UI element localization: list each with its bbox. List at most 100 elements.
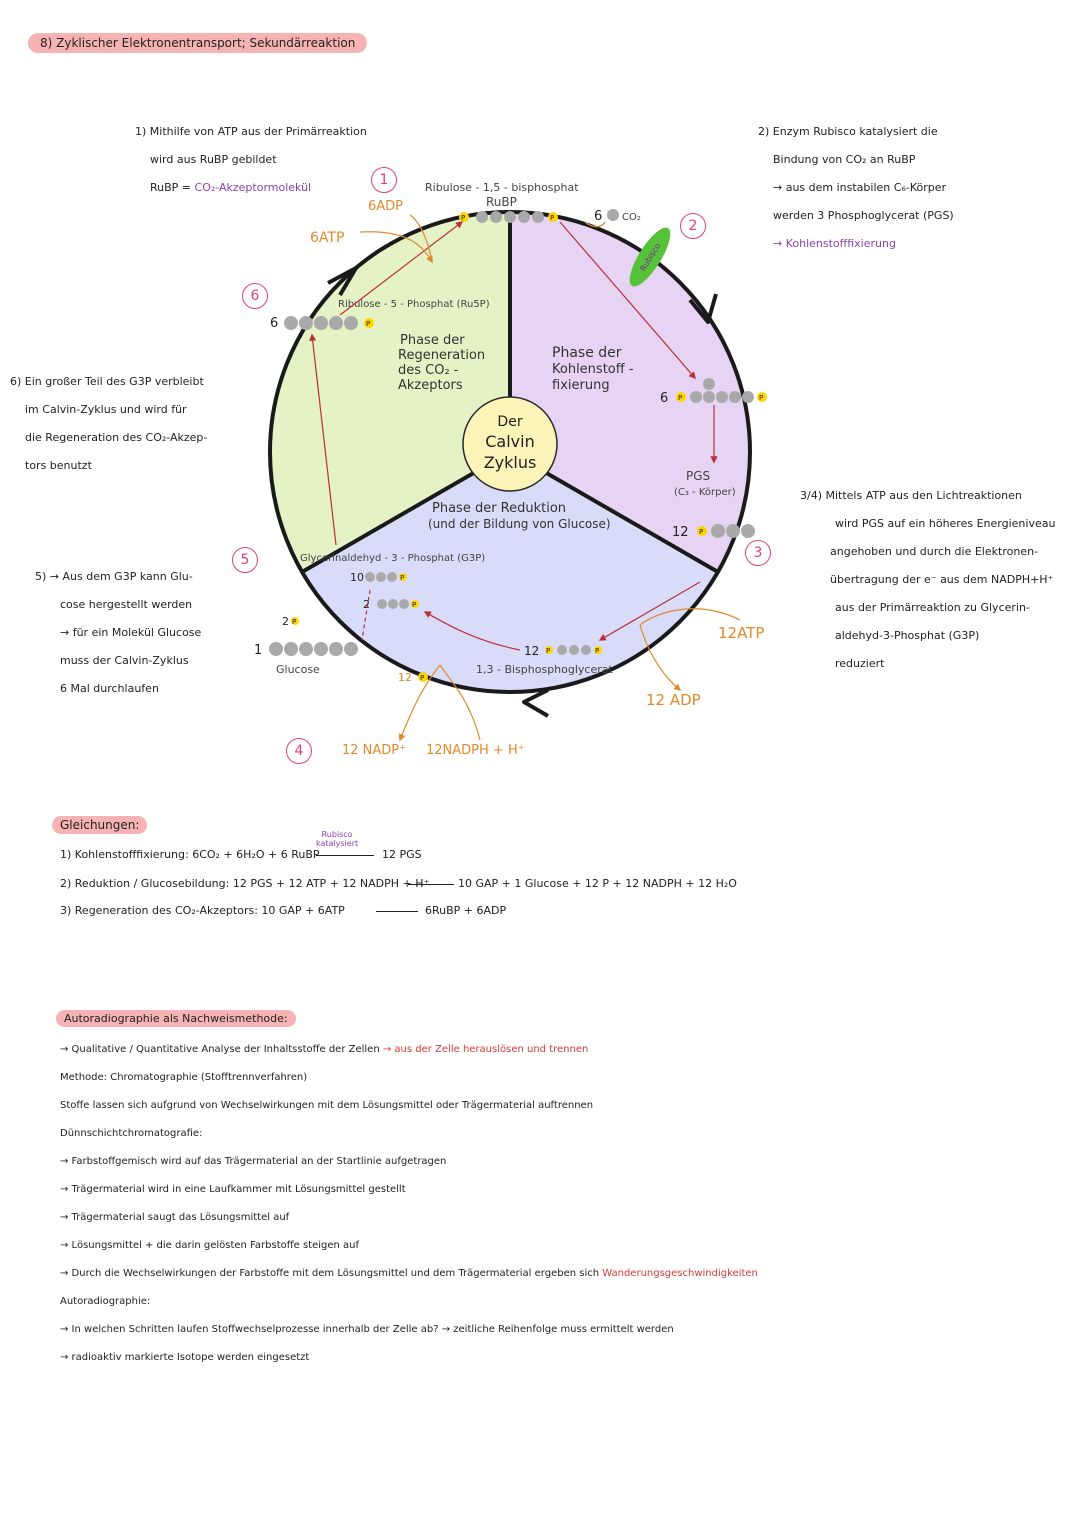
auto-line-4: Dünnschichtchromatografie:: [60, 1128, 203, 1139]
p-label: P: [759, 394, 763, 402]
c-bead: [504, 211, 516, 223]
c-bead: [376, 572, 386, 582]
bpg-count: 12: [524, 644, 539, 658]
molecule-bpg: P P: [545, 645, 602, 655]
note-line: muss der Calvin-Zyklus: [60, 654, 189, 667]
c-bead: [742, 391, 754, 403]
p-bead: [459, 212, 469, 222]
p-label: P: [420, 674, 424, 682]
note-line: wird PGS auf ein höheres Energieniveau: [835, 517, 1056, 530]
note-line: → für ein Molekül Glucose: [60, 626, 202, 639]
note-step-1: 1) Mithilfe von ATP aus der Primärreakti…: [135, 118, 367, 202]
step-marker-4: 4: [286, 738, 312, 764]
p-bead: [291, 617, 299, 625]
c-bead: [557, 645, 567, 655]
arrow-co2-in: [584, 221, 606, 228]
equation-3: 3) Regeneration des CO₂-Akzeptors: 10 GA…: [60, 904, 345, 917]
c-bead: [284, 642, 298, 656]
p-label: P: [292, 618, 296, 626]
eq1-left: 1) Kohlenstofffixierung: 6CO₂ + 6H₂O + 6…: [60, 848, 320, 861]
note-line: 6) Ein großer Teil des G3P verbleibt: [10, 375, 204, 388]
arrow-adp-out: [409, 214, 433, 263]
p-label: P: [699, 528, 703, 536]
label-12adp: 12 ADP: [646, 691, 701, 709]
p-label: P: [366, 320, 370, 328]
label-co2: CO₂: [622, 212, 641, 223]
p-label: P: [412, 601, 416, 609]
equation-2-right: 10 GAP + 1 Glucose + 12 P + 12 NADPH + 1…: [458, 877, 737, 890]
note-step-3-4: 3/4) Mittels ATP aus den Lichtreaktionen…: [800, 482, 1055, 678]
step-number: 1: [379, 172, 389, 188]
label-6atp: 6ATP: [310, 230, 344, 246]
auto-line-11: → In welchen Schritten laufen Stoffwechs…: [60, 1324, 674, 1335]
step-marker-5: 5: [232, 547, 258, 573]
label-nadph: 12NADPH + H⁺: [426, 743, 525, 758]
c-bead: [518, 211, 530, 223]
note-line: 6 Mal durchlaufen: [60, 682, 159, 695]
note-line: → aus dem instabilen C₆-Körper: [773, 181, 947, 194]
c-bead: [711, 524, 725, 538]
note-step-5: 5) → Aus dem G3P kann Glu- cose hergeste…: [35, 563, 201, 703]
label-pgs: PGS: [686, 469, 710, 483]
equation-1: 1) Kohlenstofffixierung: 6CO₂ + 6H₂O + 6…: [60, 848, 320, 861]
step-marker-2: 2: [680, 213, 706, 239]
molecule-g3p-exit: P: [291, 617, 299, 626]
note-line: aus der Primärreaktion zu Glycerin-: [835, 601, 1030, 614]
label-nadp: 12 NADP⁺: [342, 743, 406, 758]
label-6co2-num: 6: [594, 209, 602, 224]
step-marker-1: 1: [371, 167, 397, 193]
g3p-exit-count: 2: [282, 615, 289, 628]
c-bead: [314, 642, 328, 656]
c-bead: [344, 642, 358, 656]
c-bead: [726, 524, 740, 538]
calvin-cycle-diagram: Der Calvin Zyklus Phase der Regeneration…: [254, 181, 767, 758]
note-line: werden 3 Phosphoglycerat (PGS): [773, 209, 954, 222]
c-bead: [299, 642, 313, 656]
c-bead: [329, 642, 343, 656]
arrow-ru5p-to-rubp: [339, 221, 464, 316]
arrow-g3p-to-ru5p: [309, 333, 337, 546]
p-bead: [676, 392, 686, 402]
equation-3-right: 6RuBP + 6ADP: [425, 904, 506, 917]
note-line: übertragung der e⁻ aus dem NADPH+H⁺: [830, 573, 1054, 586]
pgs-count: 12: [672, 525, 689, 540]
p-bead: [697, 526, 707, 536]
c-bead: [365, 572, 375, 582]
glucose-count: 1: [254, 643, 262, 658]
auto-line-6: → Trägermaterial wird in eine Laufkammer…: [60, 1184, 406, 1195]
note-rubp-label: RuBP =: [150, 181, 195, 194]
p-label: P: [400, 574, 404, 582]
note-line: 2) Enzym Rubisco katalysiert die: [758, 125, 938, 138]
note-line: reduziert: [835, 657, 885, 670]
note-line: die Regeneration des CO₂-Akzep-: [25, 431, 208, 444]
eq1-right: 12 PGS: [382, 848, 422, 861]
note-line: tors benutzt: [25, 459, 92, 472]
p-bead: [757, 392, 767, 402]
center-circle: [462, 396, 558, 492]
note-line: wird aus RuBP gebildet: [150, 153, 277, 166]
arrow-adp-12: [639, 624, 682, 691]
molecule-ru5p: P: [284, 316, 374, 330]
arrow-nadp: [398, 664, 441, 742]
eq2-left: 2) Reduktion / Glucosebildung: 12 PGS + …: [60, 877, 430, 890]
phase-red-1: Phase der Reduktion: [432, 501, 566, 516]
c-bead: [716, 391, 728, 403]
molecule-glucose: [269, 642, 358, 656]
note-line: 3/4) Mittels ATP aus den Lichtreaktionen: [800, 489, 1022, 502]
c-bead: [387, 572, 397, 582]
co2-bead: [607, 209, 619, 221]
molecule-rubp: P P: [459, 211, 558, 223]
label-bpg: 1,3 - Bisphosphoglycerat: [476, 663, 614, 676]
p-bead: [548, 212, 558, 222]
rubisco-shape: [629, 227, 671, 287]
c-bead: [388, 599, 398, 609]
note-step-6: 6) Ein großer Teil des G3P verbleibt im …: [10, 368, 207, 480]
cycle-arrow-top: [327, 266, 358, 297]
note-line: aldehyd-3-Phosphat (G3P): [835, 629, 980, 642]
p-label: P: [550, 214, 554, 222]
center-label-2: Calvin: [485, 432, 534, 451]
molecule-g3p-small: P: [377, 599, 419, 609]
step-number: 5: [240, 552, 250, 568]
auto-line-7: → Trägermaterial saugt das Lösungsmittel…: [60, 1212, 290, 1223]
g3p-small-count: 2: [363, 598, 370, 611]
